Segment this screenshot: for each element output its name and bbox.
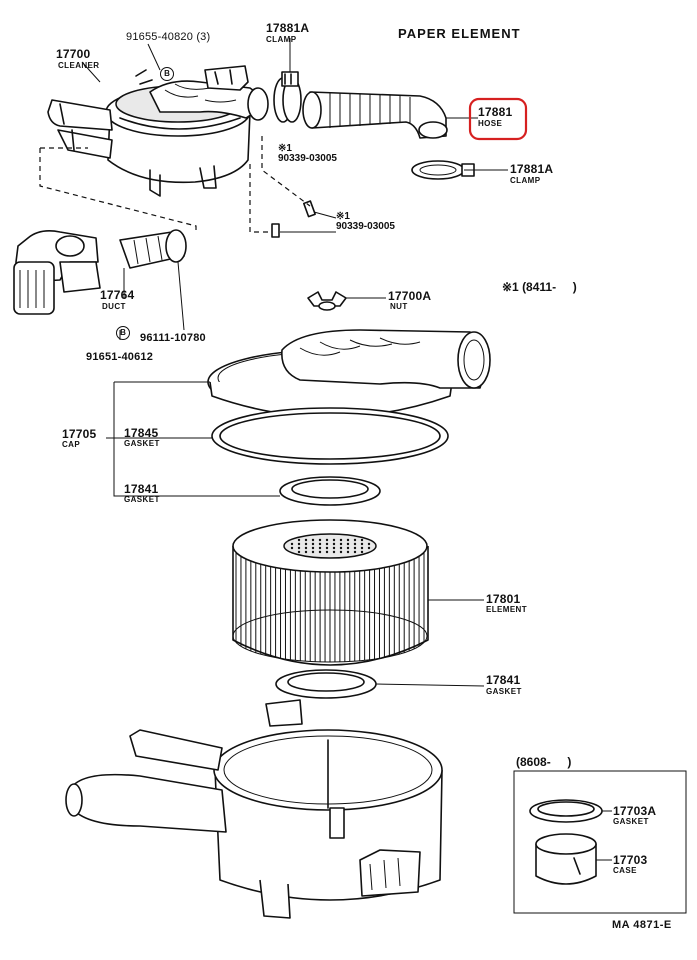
cleaner-body-drawing [65,699,443,919]
highlight-ring [468,97,528,141]
clamp-right-drawing [411,160,475,180]
gasket-17841-lower-drawing [275,669,377,699]
part-91655-number: 91655-40820 (3) [126,32,210,43]
diagram-title: PAPER ELEMENT [398,26,521,41]
series-note: ※1 (8411- ) [502,280,577,294]
part-17881A-top-name: CLAMP [266,35,297,44]
cap-drawing [207,329,491,418]
part-17841-upper-number: 17841 [124,482,159,496]
part-17845-name: GASKET [124,439,160,448]
part-17703A-number: 17703A [613,804,657,818]
bolt-marker-left: B [116,323,130,340]
screws-drawing [271,200,316,238]
part-17881A-right-number: 17881A [510,162,554,176]
clamp-top-drawing [273,71,302,123]
part-90339-a: ※1 90339-03005 [278,144,337,164]
element-drawing [232,519,429,666]
inset-box [513,770,687,914]
part-90339-b: ※1 90339-03005 [336,212,395,232]
part-17841-upper-name: GASKET [124,495,160,504]
part-96111-number: 96111-10780 [140,332,206,344]
part-17700A-number: 17700A [388,289,432,303]
part-90339-a-mark: ※1 [278,143,292,154]
gasket-17845-drawing [211,407,449,465]
part-17705-number: 17705 [62,427,97,441]
part-17801-name: ELEMENT [486,605,528,614]
part-17801-number: 17801 [486,592,521,606]
part-91655-code: 91655-40820 [126,31,194,43]
part-17700-number: 17700 [56,47,91,61]
part-17700-name: CLEANER [58,61,100,70]
part-91651-number: 91651-40612 [86,351,154,363]
part-17703-number: 17703 [613,853,648,867]
part-17881-name: HOSE [478,119,503,128]
part-90339-a-number: 90339-03005 [278,153,337,164]
part-17705-name: CAP [62,440,81,449]
cleaner-assembly-drawing [47,65,269,197]
part-17841-lower-name: GASKET [486,687,522,696]
part-90339-b-mark: ※1 [336,211,350,222]
bolt-marker-top: B [160,64,174,81]
inset-note: (8608- ) [516,755,572,769]
part-90339-b-number: 90339-03005 [336,221,395,232]
leader-lines [39,38,612,861]
part-17703A-name: GASKET [613,817,649,826]
part-17881A-right-name: CLAMP [510,176,541,185]
hose-drawing [302,91,448,139]
part-17700A-name: NUT [390,302,408,311]
part-17881-number: 17881 [478,105,513,119]
part-17764-number: 17764 [100,288,135,302]
part-17703-name: CASE [613,866,637,875]
wing-nut-drawing [307,291,347,311]
gasket-17841-upper-drawing [279,476,381,506]
part-17841-lower-number: 17841 [486,673,521,687]
part-91655-qty: (3) [196,31,211,43]
duct-drawing [13,229,187,315]
drawing-id: MA 4871-E [612,919,672,931]
part-17764-name: DUCT [102,302,126,311]
part-17881A-top-number: 17881A [266,21,310,35]
part-17845-number: 17845 [124,426,159,440]
